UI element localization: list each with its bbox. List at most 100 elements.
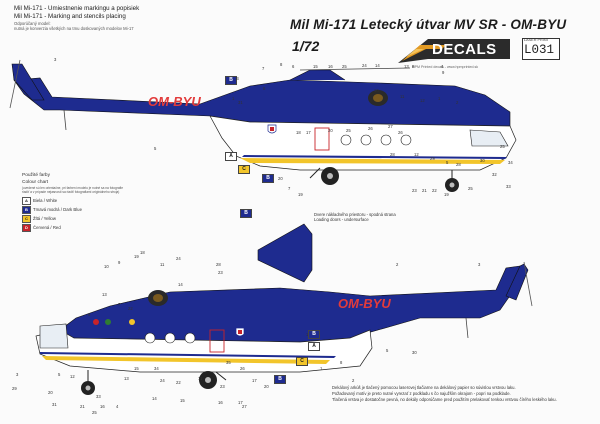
callout-top: 2 xyxy=(456,100,459,105)
callout-bottom: 3 xyxy=(16,372,19,377)
callout-top: 7 xyxy=(262,66,265,71)
callout-bottom: 30 xyxy=(412,350,417,355)
callout-top: 19 xyxy=(444,192,449,197)
callout-top: 4 xyxy=(441,64,444,69)
callout-bottom: 9 xyxy=(118,260,121,265)
callout-top: 21 xyxy=(422,188,427,193)
loading-doors-line-2: Loading doors - undersurface xyxy=(314,217,369,222)
color-tag-b-bottom-2: B xyxy=(274,375,286,384)
callout-bottom: 22 xyxy=(128,306,133,311)
callout-bottom: 7 xyxy=(118,302,121,307)
callout-bottom: 15 xyxy=(180,398,185,403)
registration-bottom: OM-BYU xyxy=(338,296,391,311)
footer-notes: Dekálový arkúš je tlačený pomocou lasero… xyxy=(332,385,557,402)
callout-top: 9 xyxy=(442,70,445,75)
helicopter-bottom-view xyxy=(35,261,533,395)
callout-top: 23 xyxy=(412,188,417,193)
callout-bottom: 17 xyxy=(238,400,243,405)
callout-bottom: 34 xyxy=(154,366,159,371)
callout-top: 7 xyxy=(288,186,291,191)
color-tag-b-top-2: B xyxy=(262,174,274,183)
swatch-red: D xyxy=(22,224,31,232)
callout-top: 8 xyxy=(263,86,266,91)
header-note-1: Odporúčaný model: xyxy=(14,21,51,26)
legend-title-sk: Použité farby xyxy=(22,173,50,178)
product-code-box xyxy=(522,38,560,60)
swatch-white: A xyxy=(22,197,31,205)
callout-bottom: 35 xyxy=(226,360,231,365)
callout-top: 17 xyxy=(306,130,311,135)
callout-top: 5 xyxy=(446,160,449,165)
callout-top: 24 xyxy=(362,63,367,68)
registration-top: OM-BYU xyxy=(148,94,201,109)
callout-top: 28 xyxy=(456,162,461,167)
footer-line-3: Tlačená vrstva je dostatočne pevná, no d… xyxy=(332,396,557,402)
callout-top: 15 xyxy=(313,64,318,69)
callout-top: 32 xyxy=(492,172,497,177)
loading-doors-diagram xyxy=(257,223,313,283)
callout-top: 13 xyxy=(404,64,409,69)
callout-top: 29 xyxy=(430,156,435,161)
callout-top: 33 xyxy=(506,184,511,189)
callout-bottom: 20 xyxy=(264,384,269,389)
color-tag-a-bottom: A xyxy=(308,342,320,351)
callout-bottom: 14 xyxy=(178,282,183,287)
callout-top: 5 xyxy=(154,146,157,151)
callout-bottom: 2 xyxy=(396,262,399,267)
callout-bottom: 1 xyxy=(320,366,323,371)
callout-bottom: 12 xyxy=(70,374,75,379)
callout-bottom: 18 xyxy=(140,250,145,255)
callout-bottom: 13 xyxy=(124,376,129,381)
callout-bottom: 16 xyxy=(218,400,223,405)
callout-bottom: 31 xyxy=(52,402,57,407)
callout-bottom: 23 xyxy=(218,270,223,275)
header-note-2: nutná je konverzia všetkých na tmu dosko… xyxy=(14,26,134,31)
callout-top: 14 xyxy=(375,63,380,68)
callout-top: 25 xyxy=(500,144,505,149)
color-tag-c-top: C xyxy=(238,165,250,174)
callout-top: 8 xyxy=(280,62,283,67)
helicopter-top-view xyxy=(9,59,517,192)
callout-bottom: 19 xyxy=(134,254,139,259)
callout-top: 8 xyxy=(412,64,415,69)
callout-top: 12 xyxy=(414,152,419,157)
color-tag-c-bottom: C xyxy=(296,357,308,366)
callout-bottom: 23 xyxy=(220,384,225,389)
callout-bottom: 3 xyxy=(478,262,481,267)
callout-bottom: 5 xyxy=(58,372,61,377)
callout-bottom: 20 xyxy=(48,390,53,395)
callout-bottom: 1 xyxy=(306,332,309,337)
swatch-yellow: C xyxy=(22,215,31,223)
callout-top: 11 xyxy=(400,94,405,99)
legend-title-en: Colour chart xyxy=(22,180,49,185)
callout-top: 28 xyxy=(390,152,395,157)
callout-bottom: 25 xyxy=(92,410,97,415)
callout-bottom: 33 xyxy=(96,394,101,399)
product-label: LASER PRINT xyxy=(524,38,549,42)
callout-bottom: 28 xyxy=(216,262,221,267)
scale-label: 1/72 xyxy=(292,38,320,54)
callout-top: 20 xyxy=(328,128,333,133)
callout-bottom: 21 xyxy=(80,404,85,409)
callout-top: 12 xyxy=(420,98,425,103)
callout-bottom: 8 xyxy=(340,360,343,365)
callout-bottom: 11 xyxy=(198,376,203,381)
swatch-blue: B xyxy=(22,206,31,214)
callout-bottom: 5 xyxy=(386,348,389,353)
callout-bottom: 14 xyxy=(152,396,157,401)
color-tag-b-top: B xyxy=(225,76,237,85)
callout-top: 16 xyxy=(328,64,333,69)
callout-top: 22 xyxy=(432,188,437,193)
callout-top: 20 xyxy=(278,176,283,181)
callout-top: 10 xyxy=(374,88,379,93)
callout-top: 25 xyxy=(346,128,351,133)
callout-bottom: 13 xyxy=(102,292,107,297)
callout-top: 19 xyxy=(298,192,303,197)
callout-bottom: 16 xyxy=(100,404,105,409)
callout-bottom: 4 xyxy=(116,404,119,409)
callout-top: 31 xyxy=(238,100,243,105)
callout-bottom: 26 xyxy=(240,366,245,371)
callout-top: 26 xyxy=(368,126,373,131)
color-tag-b-bottom: B xyxy=(308,330,320,339)
